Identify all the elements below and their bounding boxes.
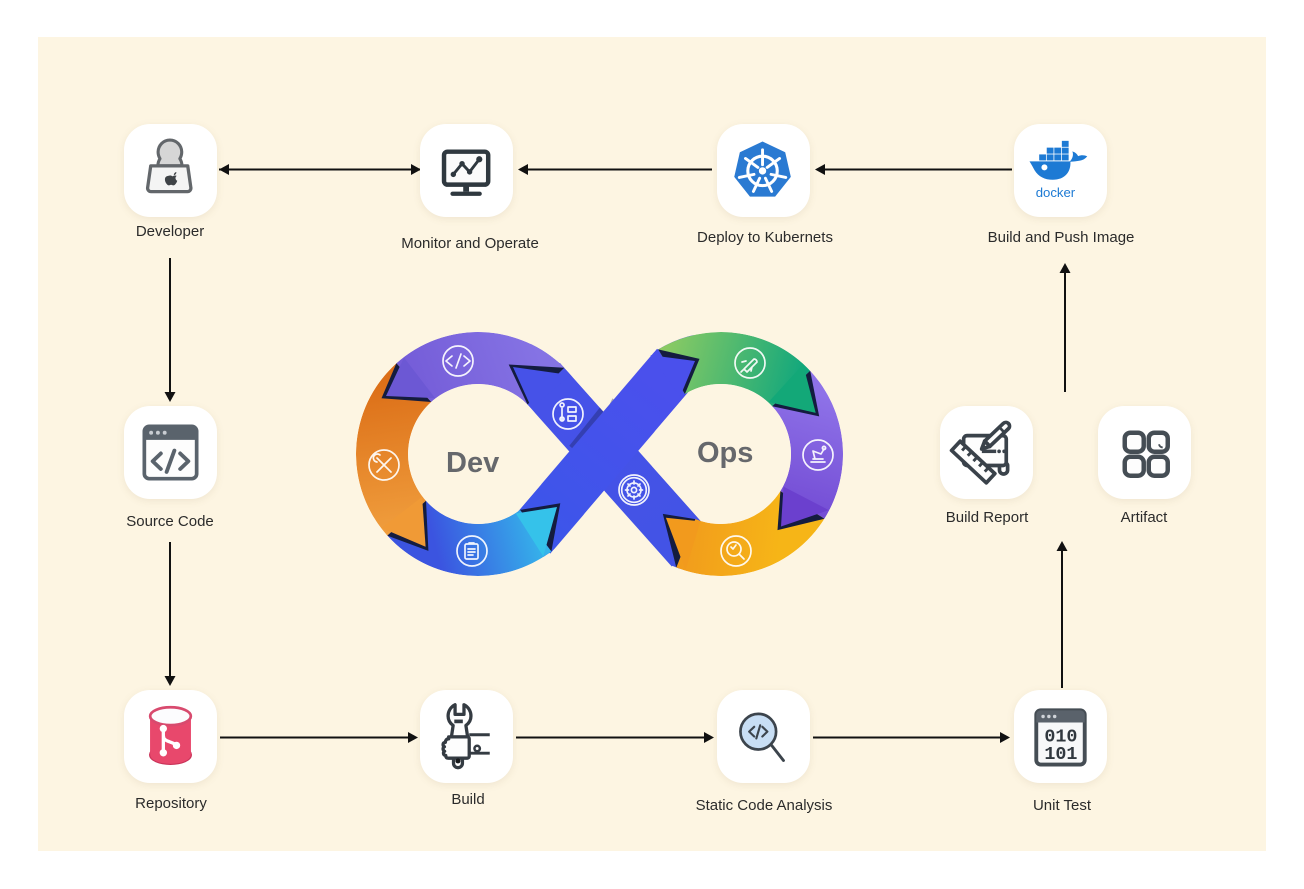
svg-text:010: 010 bbox=[1044, 726, 1077, 747]
svg-text:docker: docker bbox=[1036, 185, 1076, 200]
svg-text:101: 101 bbox=[1044, 744, 1077, 765]
